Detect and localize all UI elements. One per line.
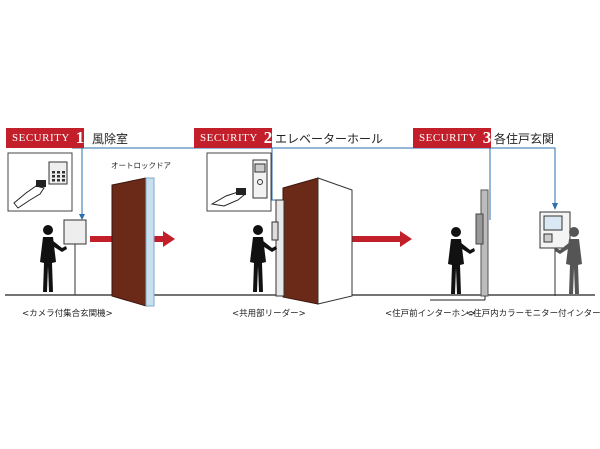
keypad-key: [62, 175, 65, 178]
security-badge-1: SECURITY 1: [6, 128, 84, 148]
reader-sensor: [257, 179, 263, 185]
person-head: [253, 225, 263, 235]
security-word-3: SECURITY: [419, 132, 477, 144]
keypad-key: [57, 175, 60, 178]
connector-3-arrowhead: [552, 203, 558, 210]
connector-1-arrowhead: [79, 214, 85, 220]
person-arm: [555, 242, 571, 254]
keypad-key: [52, 179, 55, 182]
card-icon: [36, 180, 46, 187]
security-badge-2: SECURITY 2: [194, 128, 272, 148]
area-label-1: 風除室: [92, 132, 129, 146]
security-word-2: SECURITY: [200, 132, 258, 144]
person-head: [451, 227, 461, 237]
connector-main: [82, 147, 556, 208]
auto-lock-door-glass: [145, 177, 155, 307]
reader-screen: [254, 163, 266, 173]
person-body: [250, 237, 266, 292]
keypad-key: [57, 171, 60, 174]
keypad-key: [57, 179, 60, 182]
person-body: [566, 239, 582, 294]
security-number-1: 1: [75, 128, 85, 147]
area-label-3: 各住戸玄関: [494, 132, 555, 146]
caption-camera-entrance-panel: <カメラ付集合玄関機>: [22, 309, 113, 319]
monitor-button: [543, 233, 553, 243]
caption-common-area-reader: <共用部リーダー>: [232, 309, 306, 319]
door-jamb: [275, 199, 285, 297]
area-label-2: エレベーターホール: [275, 132, 384, 146]
person-arm: [459, 242, 475, 254]
auto-lock-door-label: オートロックドア: [111, 161, 171, 170]
caption-in-unit-monitor-intercom: <住戸内カラーモニター付インターホン>: [466, 309, 600, 319]
person-head: [43, 225, 53, 235]
keypad-key: [62, 179, 65, 182]
person-silhouette-icon: [250, 225, 277, 292]
keypad-key: [62, 171, 65, 174]
elevator-hall-door: [282, 177, 319, 305]
person-silhouette-icon: [448, 227, 475, 294]
auto-lock-door: [111, 177, 147, 307]
person-silhouette-icon: [40, 225, 67, 292]
connector-3a: [480, 147, 491, 220]
person-arm: [261, 240, 277, 252]
monitor-screen: [543, 215, 563, 231]
connector-lines: [72, 147, 558, 220]
security-number-2: 2: [263, 128, 273, 147]
flow-arrow-2-head: [400, 231, 412, 247]
security-badge-3: SECURITY 3: [413, 128, 491, 148]
person-body: [40, 237, 56, 292]
connector-1: [72, 147, 83, 218]
in-unit-monitor: [539, 211, 571, 296]
security-word-1: SECURITY: [12, 132, 70, 144]
elevator-hall-door-frame: [317, 177, 353, 305]
security-number-3: 3: [482, 128, 492, 147]
person-body: [448, 239, 464, 294]
flow-arrow-1-head: [163, 231, 175, 247]
person-silhouette-icon: [555, 227, 582, 294]
entrance-panel-device: [63, 219, 87, 245]
inset-camera-panel: [7, 152, 73, 212]
caption-unit-front-intercom: <住戸前インターホン>: [385, 309, 476, 319]
person-head: [569, 227, 579, 237]
keypad-key: [52, 171, 55, 174]
inset-common-reader: [206, 152, 272, 212]
common-reader-device: [271, 221, 279, 241]
unit-front-intercom: [475, 213, 484, 245]
flow-arrow-2-shaft: [332, 236, 402, 242]
card-icon: [236, 188, 246, 195]
hand-card-icon: [13, 185, 45, 209]
flow-arrow-2: [332, 231, 412, 247]
keypad-key: [52, 175, 55, 178]
person-arm: [51, 240, 67, 252]
